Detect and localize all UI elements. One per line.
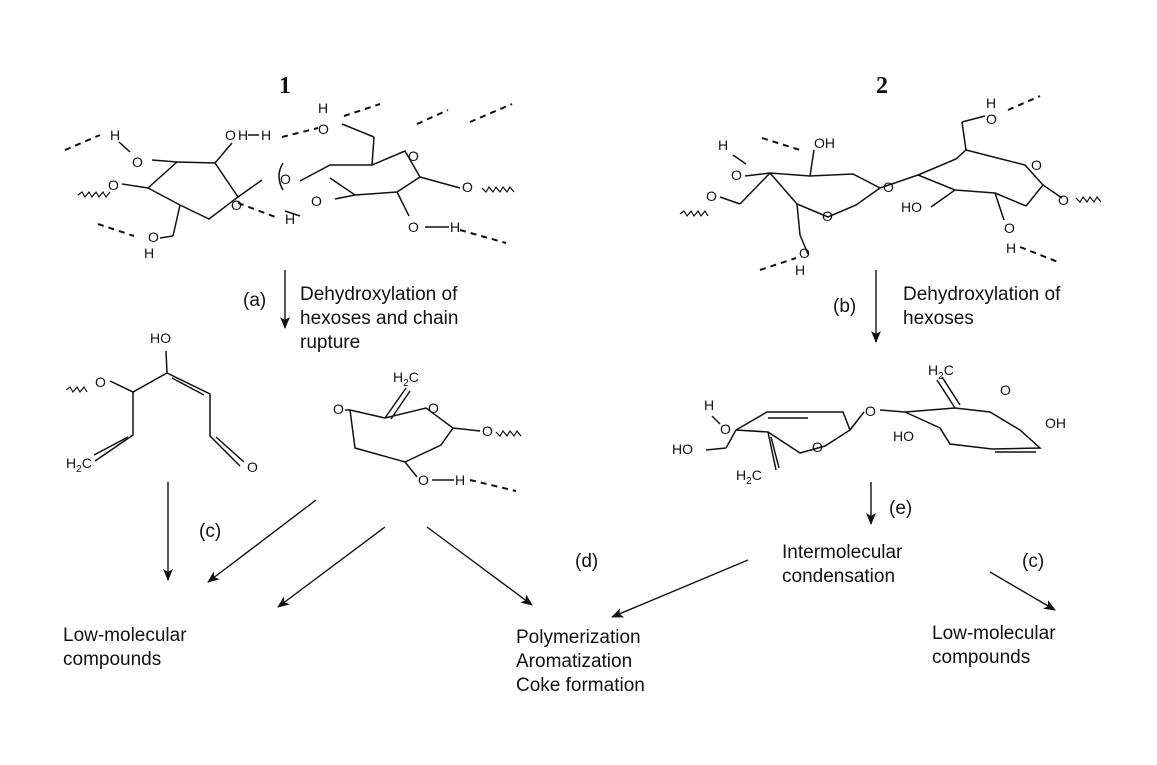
svg-text:HO: HO (893, 428, 914, 444)
svg-text:O: O (231, 197, 242, 213)
structure-ring-a: H2C O O O O H (333, 369, 522, 492)
step-c-label-right: (c) (1022, 551, 1044, 572)
svg-text:O: O (812, 439, 823, 455)
svg-text:OH: OH (814, 135, 835, 151)
structure-1-cellulose: 1 H O O O (64, 73, 515, 261)
step-b-text-2: hexoses (903, 308, 974, 329)
svg-text:O: O (333, 401, 344, 417)
svg-text:H: H (450, 219, 460, 235)
poly-line-2: Aromatization (516, 651, 632, 672)
svg-text:O: O (247, 459, 258, 475)
step-labels: (a) Dehydroxylation of hexoses and chain… (199, 284, 1061, 572)
structure-2: 2 H O O OH O O H O H O O HO O H O (679, 73, 1102, 278)
svg-text:O: O (462, 179, 473, 195)
low-molecular-left-2: compounds (63, 649, 161, 670)
svg-text:O: O (132, 154, 143, 170)
svg-text:H: H (318, 100, 328, 116)
svg-text:O: O (706, 188, 717, 204)
step-a-text-3: rupture (300, 332, 360, 353)
step-b-label: (b) (833, 296, 856, 317)
svg-text:HO: HO (672, 441, 693, 457)
structure-dehydrated-disaccharide: H O HO O H2C O H2C O HO OH (672, 362, 1066, 487)
step-d-label: (d) (575, 551, 598, 572)
svg-text:H: H (144, 245, 154, 261)
arrow-c-right (989, 571, 1056, 611)
svg-text:HO: HO (150, 330, 171, 346)
svg-text:H: H (795, 262, 805, 278)
svg-text:O: O (408, 219, 419, 235)
reaction-arrows (163, 270, 1056, 618)
svg-text:O: O (428, 400, 439, 416)
intermediate-line-2: condensation (782, 566, 895, 587)
svg-text:O: O (148, 229, 159, 245)
svg-text:H: H (261, 127, 271, 143)
arrow-c-left-3 (277, 526, 386, 608)
poly-line-1: Polymerization (516, 627, 641, 648)
svg-text:H2C: H2C (393, 369, 419, 389)
svg-text:O: O (1058, 192, 1069, 208)
svg-text:O: O (986, 111, 997, 127)
svg-text:H: H (1006, 240, 1016, 256)
step-a-label: (a) (243, 290, 266, 311)
svg-text:O: O (108, 177, 119, 193)
svg-text:O: O (865, 403, 876, 419)
svg-text:H: H (110, 127, 120, 143)
svg-text:O: O (799, 245, 810, 261)
svg-text:O: O (408, 148, 419, 164)
step-a-text-1: Dehydroxylation of (300, 284, 458, 305)
svg-text:H2C: H2C (66, 455, 92, 475)
svg-text:H: H (238, 127, 248, 143)
arrow-d-right (611, 559, 749, 618)
arrow-c-left-2 (207, 499, 317, 583)
step-e-label: (e) (889, 498, 912, 519)
svg-text:O: O (311, 193, 322, 209)
svg-text:O: O (482, 423, 493, 439)
step-c-label-left: (c) (199, 521, 221, 542)
arrow-d-left (426, 526, 533, 606)
intermediate-line-1: Intermolecular (782, 542, 903, 563)
svg-text:H: H (285, 211, 295, 227)
structure-label-2: 2 (876, 73, 888, 99)
svg-text:O: O (1031, 157, 1042, 173)
svg-text:O: O (883, 179, 894, 195)
structure-label-1: 1 (279, 73, 291, 99)
svg-text:H2C: H2C (928, 362, 954, 382)
svg-text:H: H (718, 137, 728, 153)
svg-text:O: O (822, 208, 833, 224)
svg-text:H: H (704, 397, 714, 413)
low-molecular-right-1: Low-molecular (932, 623, 1056, 644)
svg-text:H2C: H2C (736, 467, 762, 487)
svg-text:O: O (720, 421, 731, 437)
step-a-text-2: hexoses and chain (300, 308, 458, 329)
svg-text:O: O (95, 374, 106, 390)
svg-text:OH: OH (1045, 415, 1066, 431)
low-molecular-right-2: compounds (932, 647, 1030, 668)
svg-text:O: O (280, 171, 291, 187)
product-labels: Intermolecular condensation Low-molecula… (63, 542, 1056, 696)
svg-text:O: O (1004, 220, 1015, 236)
low-molecular-left-1: Low-molecular (63, 625, 187, 646)
svg-text:O: O (1000, 382, 1011, 398)
svg-text:HO: HO (901, 199, 922, 215)
step-b-text-1: Dehydroxylation of (903, 284, 1061, 305)
svg-text:O: O (225, 127, 236, 143)
poly-line-3: Coke formation (516, 675, 645, 696)
svg-text:H: H (455, 472, 465, 488)
structure-open-chain: HO O O H2C (65, 330, 258, 475)
svg-text:H: H (986, 95, 996, 111)
svg-text:O: O (318, 121, 329, 137)
svg-text:O: O (731, 167, 742, 183)
svg-text:O: O (418, 472, 429, 488)
